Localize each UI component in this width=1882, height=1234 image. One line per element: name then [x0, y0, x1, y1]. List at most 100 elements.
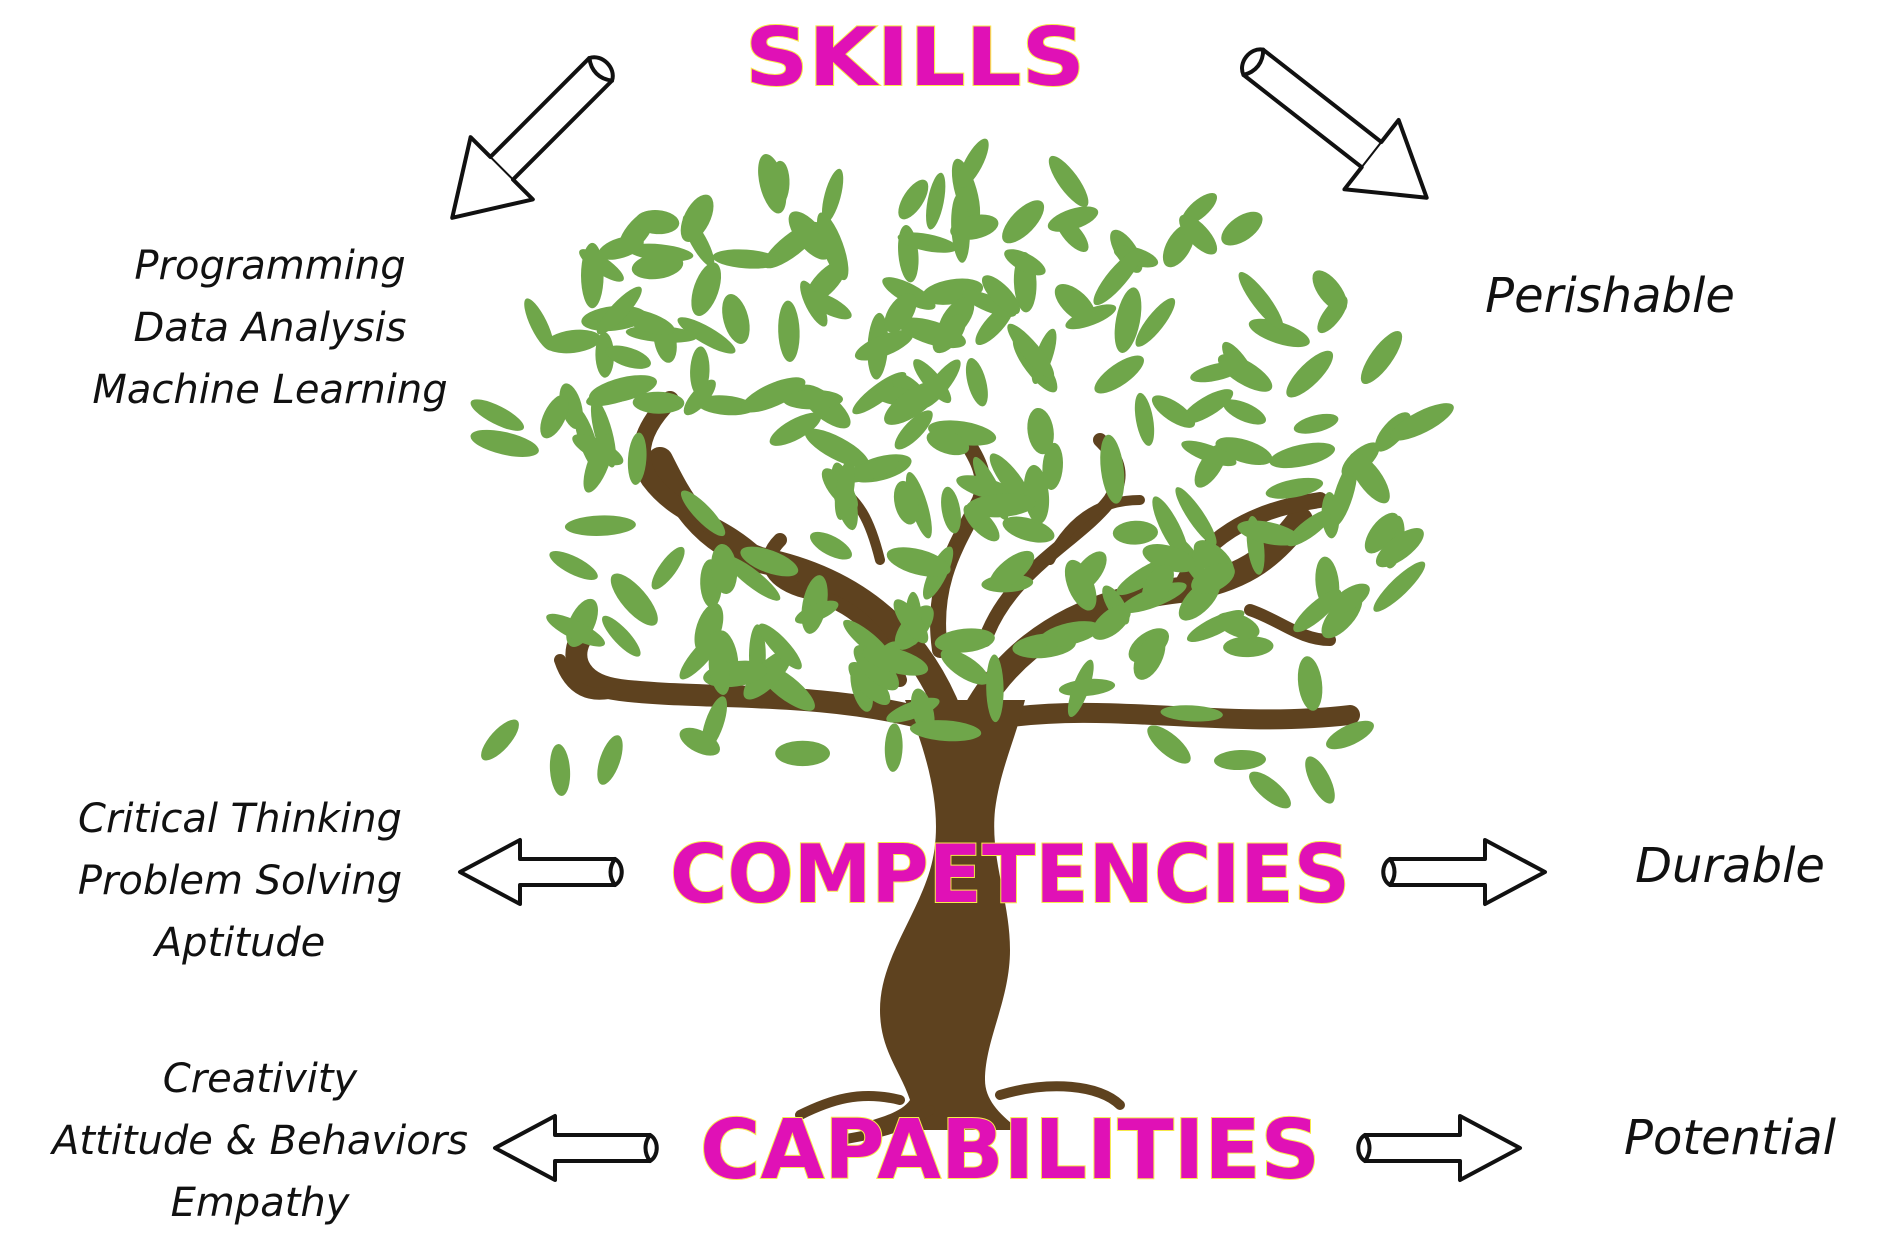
leaf — [1286, 350, 1334, 398]
competencies-heading: COMPETENCIES — [670, 828, 1350, 921]
leaf — [783, 389, 843, 410]
leaf — [740, 546, 799, 577]
leaf — [1141, 564, 1174, 606]
leaf — [1312, 270, 1348, 312]
leaf — [804, 428, 870, 468]
arrow-left-icon — [493, 1114, 659, 1182]
leaf — [1091, 604, 1131, 640]
arrow-left-icon — [458, 838, 624, 906]
leaf — [898, 179, 929, 220]
leaf — [1330, 461, 1358, 527]
leaf — [1002, 516, 1055, 543]
leaf — [1221, 211, 1263, 246]
leaf — [886, 547, 951, 577]
leaf — [1039, 621, 1101, 647]
leaf — [834, 459, 855, 520]
arrow-right-icon — [1381, 838, 1547, 906]
leaf — [810, 531, 852, 560]
leaf — [1160, 705, 1223, 722]
leaf — [1147, 725, 1191, 764]
leaf — [1152, 496, 1189, 561]
leaf — [564, 515, 636, 536]
leaf — [1175, 487, 1217, 546]
skills-heading: SKILLS — [745, 11, 1085, 104]
list-item: Critical Thinking — [78, 796, 402, 842]
leaf — [540, 394, 569, 439]
leaf — [712, 249, 780, 269]
capabilities-heading: CAPABILITIES — [700, 1103, 1320, 1198]
leaf — [690, 346, 710, 396]
leaf — [1373, 561, 1426, 612]
leaf — [743, 649, 792, 700]
leaf — [769, 160, 790, 207]
leaf — [986, 654, 1004, 723]
leaf — [1042, 442, 1064, 490]
leaf — [926, 172, 946, 230]
leaf — [816, 212, 849, 281]
leaf — [1375, 528, 1424, 568]
leaf — [1216, 612, 1260, 639]
leaf — [951, 158, 981, 225]
leaf — [597, 735, 623, 785]
leaf — [1007, 323, 1055, 379]
leaf — [1297, 656, 1323, 711]
list-item: Aptitude — [154, 920, 326, 966]
leaf — [1238, 271, 1284, 330]
leaf — [926, 430, 970, 456]
leaf — [586, 379, 650, 407]
list-item: Empathy — [170, 1180, 350, 1226]
leaf — [605, 345, 651, 369]
leaf — [1293, 589, 1342, 633]
leaf — [634, 210, 680, 235]
leaf — [595, 332, 615, 378]
capabilities-examples: Creativity Attitude & Behaviors Empathy — [20, 1048, 500, 1234]
leaf — [821, 168, 844, 223]
leaf — [913, 359, 952, 404]
list-item: Creativity — [162, 1056, 358, 1102]
leaf — [1217, 354, 1273, 392]
leaf — [1269, 442, 1336, 469]
leaf — [470, 429, 539, 457]
leaf — [894, 410, 933, 450]
leaf — [884, 381, 941, 425]
leaf — [598, 236, 644, 260]
competencies-examples: Critical Thinking Problem Solving Aptitu… — [40, 788, 440, 974]
leaf — [1390, 403, 1454, 441]
leaf — [470, 399, 525, 431]
leaf — [1112, 520, 1158, 545]
list-item: Attitude & Behaviors — [52, 1118, 468, 1164]
leaf — [610, 573, 658, 626]
leaf — [1360, 331, 1403, 384]
leaf — [769, 412, 822, 446]
leaf — [1048, 155, 1089, 208]
leaf — [940, 649, 989, 685]
leaf — [632, 391, 685, 414]
leaf — [758, 623, 802, 670]
leaf — [602, 615, 641, 657]
leaf — [627, 432, 647, 485]
leaf — [981, 275, 1021, 315]
leaf — [679, 727, 721, 756]
leaf — [1249, 771, 1291, 809]
leaf — [651, 546, 685, 590]
leaf — [1293, 413, 1339, 434]
list-item: Problem Solving — [77, 858, 403, 904]
leaf — [1248, 318, 1310, 348]
leaf — [1191, 563, 1235, 594]
arrow-right-icon — [1356, 1114, 1522, 1182]
leaf — [1135, 298, 1176, 347]
tree-leaves — [470, 138, 1454, 809]
leaf — [596, 286, 642, 335]
leaf — [941, 486, 961, 534]
leaf — [1027, 407, 1054, 455]
leaf — [549, 744, 571, 796]
leaf — [619, 308, 675, 336]
leaf — [884, 723, 903, 772]
leaf — [893, 599, 929, 644]
leaf — [1133, 633, 1166, 680]
leaf — [724, 555, 781, 601]
leaf — [1181, 440, 1237, 467]
leaf — [1237, 520, 1300, 546]
leaf — [775, 740, 830, 767]
leaf — [965, 358, 988, 407]
